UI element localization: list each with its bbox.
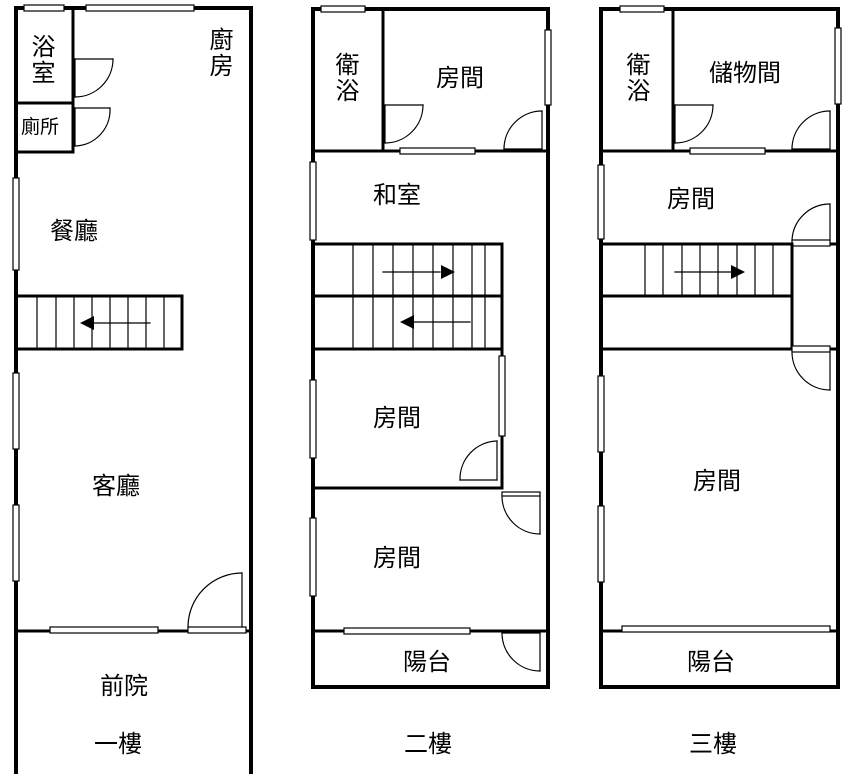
floor2-bathroom-label: 衛浴: [331, 52, 359, 104]
floor2-room-mid-label: 房間: [373, 404, 421, 432]
floor3-bathroom-label: 衛浴: [622, 52, 650, 104]
floor1-bathroom-label: 浴室: [27, 34, 55, 86]
floor3-room-big-label: 房間: [693, 467, 741, 495]
floor3-plan: [597, 5, 842, 689]
floor1-dining-label: 餐廳: [50, 217, 98, 245]
floor2-balcony-label: 陽台: [403, 648, 451, 676]
floor3-name-label: 三樓: [689, 730, 737, 758]
floor2-plan: [309, 5, 552, 689]
floor2-tatami-label: 和室: [373, 181, 421, 209]
floor1-toilet-label: 廁所: [21, 116, 60, 138]
floor1-kitchen-label: 廚房: [205, 27, 233, 79]
floor1-name-label: 一樓: [94, 730, 142, 758]
floor3-room-top-label: 房間: [667, 185, 715, 213]
floor3-balcony-label: 陽台: [687, 648, 735, 676]
floor1-living-label: 客廳: [92, 472, 140, 500]
floor2-name-label: 二樓: [404, 730, 452, 758]
floor1-front-yard-label: 前院: [100, 672, 148, 700]
floor2-room-top-label: 房間: [436, 64, 484, 92]
floor3-storage-label: 儲物間: [709, 59, 781, 87]
floor2-room-low-label: 房間: [373, 544, 421, 572]
floor1-plan: [12, 4, 253, 774]
